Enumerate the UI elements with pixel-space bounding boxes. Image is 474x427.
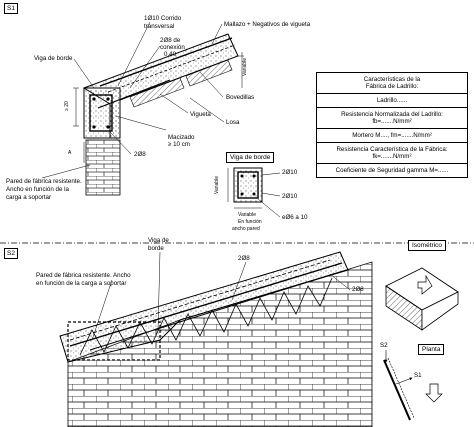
label-s2-bar-b: 2Ø8 <box>352 286 364 293</box>
detail-side-dim: Variable <box>213 176 220 194</box>
detail-bottom-dim-3: ancho pared <box>232 226 260 232</box>
label-conexion-length: 0.40 <box>164 51 177 58</box>
s1-bar <box>92 125 96 129</box>
s2-sloped-slab <box>59 251 349 363</box>
section-label-s1: S1 <box>4 3 18 14</box>
spec-row: Resistencia Característica de la Fábrica… <box>317 142 467 163</box>
label-conexion-bars: 2Ø8 de <box>160 37 181 44</box>
label-dim-side: A <box>68 150 72 156</box>
spec-row: Coeficiente de Seguridad gamma M=...... <box>317 163 467 177</box>
isometric-title: Isométrico <box>408 240 446 251</box>
label-losa: Losa <box>226 119 240 126</box>
label-s2-viga: Viga de <box>148 237 169 244</box>
plan-s2-marker: S2 <box>380 342 388 349</box>
s2-stirrups <box>79 277 333 356</box>
plan-arrow-icon <box>425 383 443 403</box>
label-bovedillas: Bovedillas <box>226 94 255 101</box>
label-dim-20: ≥ 20 <box>63 101 70 111</box>
s2-rebar <box>69 262 343 347</box>
isometric-arrow-icon <box>417 274 433 295</box>
s2-edge-beam <box>67 321 161 361</box>
label-transversal: transversal <box>144 23 175 30</box>
specification-table: Características de la Fábrica de Ladrill… <box>316 72 468 178</box>
s1-bovedilla <box>185 59 233 87</box>
edge-beam-detail <box>227 167 281 218</box>
label-s2-bar-a: 2Ø8 <box>238 255 250 262</box>
section-label-s2: S2 <box>4 248 18 259</box>
label-dim-variable: Variable <box>241 58 248 76</box>
detail-title: Viga de borde <box>226 152 275 163</box>
detail-bottom-dim-2: En función <box>238 219 262 225</box>
spec-row: Resistencia Normalizada del Ladrillo: fb… <box>317 107 467 128</box>
label-macizado: Macizado <box>168 134 195 141</box>
s2-section-drawing <box>59 251 373 427</box>
label-rebar-corrido: 1Ø10 Corrido <box>144 15 182 22</box>
label-viga-borde: Viga de borde <box>34 55 73 62</box>
plan-view <box>383 350 443 421</box>
label-s2-pared-line2: en función de la carga a soportar <box>36 280 127 287</box>
spec-row: Características de la Fábrica de Ladrill… <box>363 76 421 90</box>
s1-connection-bar <box>97 79 171 109</box>
label-s2-borde: borde <box>148 245 164 252</box>
label-vigueta: Vigueta <box>190 111 211 118</box>
s1-bar <box>92 97 96 101</box>
detail-stirrup: eØ6 a 10 <box>282 214 308 221</box>
detail-bottom-bars: 2Ø10 <box>282 193 298 200</box>
label-conexion-text: conexión <box>160 44 185 51</box>
label-pared-s1-line2: Ancho en función de la <box>6 186 69 193</box>
s1-sloped-slab <box>82 33 239 139</box>
spec-row: Ladrillo...... <box>317 93 467 107</box>
label-macizado-thickness: ≥ 10 cm <box>168 141 190 148</box>
label-s1-2o8: 2Ø8 <box>134 151 146 158</box>
s1-bovedilla <box>129 77 185 108</box>
s2-rebar <box>89 271 341 351</box>
label-s2-pared-line1: Pared de fábrica resistente. Ancho <box>36 272 131 279</box>
s1-section-drawing <box>41 21 244 196</box>
detail-bottom-dim-1: Variable <box>238 212 256 218</box>
plan-s1-marker: S1 <box>414 372 422 379</box>
s2-rebar <box>69 259 331 341</box>
spec-row: Mortero M...., fm=.......N/mm² <box>317 128 467 142</box>
label-pared-s1-line1: Pared de fábrica resistente. <box>6 178 82 185</box>
s1-bar <box>106 125 110 129</box>
label-mallazo: Mallazo + Negativos de vigueta <box>224 21 311 28</box>
s1-brick-wall <box>85 139 121 196</box>
detail-top-bars: 2Ø10 <box>282 169 298 176</box>
label-pared-s1-line3: carga a soportar <box>6 194 52 201</box>
plan-title: Planta <box>418 344 445 355</box>
s1-mesh-line <box>107 44 236 93</box>
isometric-view <box>385 267 459 331</box>
